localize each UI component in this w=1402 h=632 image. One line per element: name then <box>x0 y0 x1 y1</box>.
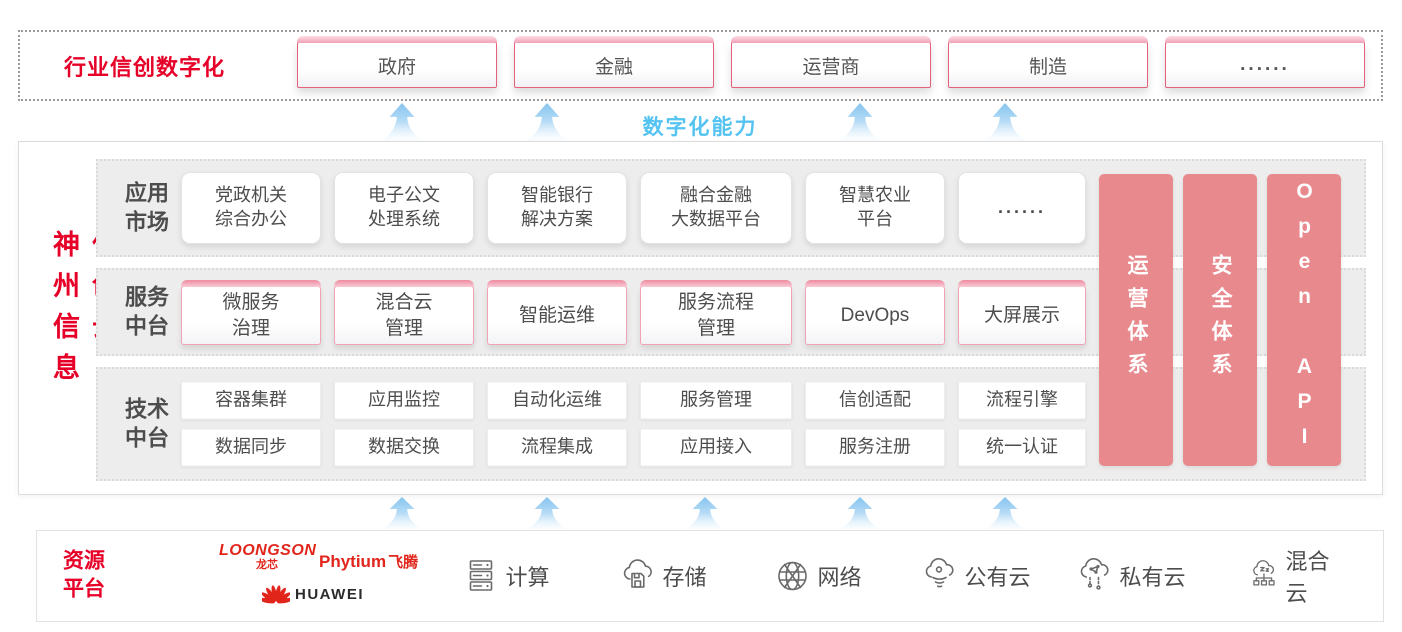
pillar-open-api: Open API <box>1267 174 1341 466</box>
public-cloud-icon <box>925 558 954 588</box>
tech-cells: 容器集群 应用监控 自动化运维 服务管理 信创适配 流程引擎 数据同步 数据交换… <box>181 381 1086 467</box>
resource-platform-panel: 资源 平台 LOONGSON 龙芯 Phytium 飞腾 <box>36 530 1384 622</box>
service-cells: 微服务 治理 混合云 管理 智能运维 服务流程 管理 DevOps 大屏展示 <box>181 279 1086 345</box>
compute-icon <box>469 560 493 591</box>
app-box: 党政机关 综合办公 <box>181 172 321 244</box>
service-box: 大屏展示 <box>958 280 1086 345</box>
up-arrow-icon <box>381 103 423 141</box>
hybrid-cloud-icon <box>1253 560 1275 586</box>
service-box: 智能运维 <box>487 280 627 345</box>
huawei-logo: HUAWEI <box>262 582 364 606</box>
service-box: 服务流程 管理 <box>640 280 792 345</box>
tech-row-label: 技术 中台 <box>124 396 169 450</box>
resource-item-network: 网络 <box>774 558 862 594</box>
tech-box: 应用接入 <box>640 428 792 467</box>
tech-box: 信创适配 <box>805 381 945 420</box>
tech-box: 流程集成 <box>487 428 627 467</box>
app-market-cells: 党政机关 综合办公 电子公文 处理系统 智能银行 解决方案 融合金融 大数据平台… <box>181 172 1086 244</box>
up-arrow-icon <box>839 497 881 530</box>
app-box: 电子公文 处理系统 <box>334 172 474 244</box>
service-box: DevOps <box>805 280 945 345</box>
service-box: 微服务 治理 <box>181 280 321 345</box>
service-platform-row: 服务 中台 微服务 治理 混合云 管理 智能运维 服务流程 管理 DevOps … <box>96 268 1366 356</box>
capability-label: 数字化能力 <box>642 116 758 139</box>
sector-box-government: 政府 <box>297 36 497 88</box>
tech-box: 容器集群 <box>181 381 321 420</box>
up-arrow-icon <box>684 497 726 530</box>
tech-box: 服务管理 <box>640 381 792 420</box>
resource-item-compute: 计算 <box>462 558 550 594</box>
tech-box: 自动化运维 <box>487 381 627 420</box>
service-box: 混合云 管理 <box>334 280 474 345</box>
resource-item-private-cloud: 私有云 <box>1076 558 1186 594</box>
app-box: 智慧农业 平台 <box>805 172 945 244</box>
tech-box: 数据同步 <box>181 428 321 467</box>
app-box-more: ...... <box>958 172 1086 244</box>
tech-box: 服务注册 <box>805 428 945 467</box>
up-arrow-icon <box>381 497 423 530</box>
resource-item-hybrid-cloud: 混合云 <box>1250 544 1339 608</box>
up-arrow-icon <box>984 497 1026 530</box>
industry-digitalization-panel: 行业信创数字化 政府 金融 运营商 制造 ...... <box>18 30 1383 101</box>
tech-box: 数据交换 <box>334 428 474 467</box>
resource-item-public-cloud: 公有云 <box>921 558 1031 594</box>
app-market-row: 应用 市场 党政机关 综合办公 电子公文 处理系统 智能银行 解决方案 融合金融… <box>96 159 1366 257</box>
pillar-security-system: 安全体系 <box>1183 174 1257 466</box>
private-cloud-icon <box>1080 558 1109 590</box>
tech-box: 应用监控 <box>334 381 474 420</box>
cloud-platform-panel: 神州信息信创云 应用 市场 党政机关 综合办公 电子公文 处理系统 智能银行 解… <box>18 141 1383 495</box>
phytium-logo: Phytium 飞腾 <box>319 552 419 571</box>
network-icon <box>778 561 807 591</box>
tech-box: 统一认证 <box>958 428 1086 467</box>
sector-box-operator: 运营商 <box>731 36 931 88</box>
tech-box: 流程引擎 <box>958 381 1086 420</box>
app-box: 融合金融 大数据平台 <box>640 172 792 244</box>
sector-box-more: ...... <box>1165 36 1365 88</box>
up-arrow-icon <box>839 103 881 141</box>
resource-item-storage: 存储 <box>619 558 707 594</box>
industry-panel-title: 行业信创数字化 <box>64 54 226 80</box>
up-arrow-icon <box>526 103 568 141</box>
service-row-label: 服务 中台 <box>124 284 169 338</box>
pillar-operations-system: 运营体系 <box>1099 174 1173 466</box>
storage-icon <box>623 559 652 588</box>
up-arrow-icon <box>984 103 1026 141</box>
huawei-flower-icon <box>262 585 290 604</box>
industry-sector-row: 政府 金融 运营商 制造 ...... <box>297 36 1365 88</box>
resource-panel-title: 资源 平台 <box>63 549 105 601</box>
loongson-logo: LOONGSON 龙芯 <box>219 542 317 571</box>
tech-platform-row: 技术 中台 容器集群 应用监控 自动化运维 服务管理 信创适配 流程引擎 数据同… <box>96 367 1366 481</box>
sector-box-manufacturing: 制造 <box>948 36 1148 88</box>
app-market-row-label: 应用 市场 <box>124 180 169 234</box>
up-arrow-icon <box>526 497 568 530</box>
app-box: 智能银行 解决方案 <box>487 172 627 244</box>
sector-box-finance: 金融 <box>514 36 714 88</box>
